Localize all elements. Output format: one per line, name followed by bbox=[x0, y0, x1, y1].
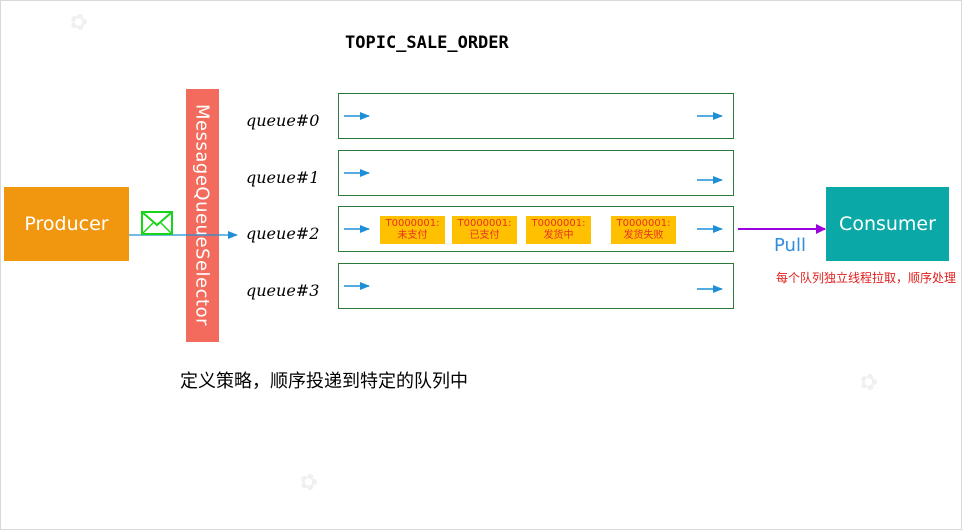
queue-box-3 bbox=[338, 263, 734, 309]
producer-label: Producer bbox=[24, 213, 109, 235]
message-status: 已支付 bbox=[469, 230, 500, 241]
message-item: T0000001: 已支付 bbox=[452, 216, 517, 244]
pull-label: Pull bbox=[774, 235, 806, 256]
queue-label-0: queue#0 bbox=[246, 111, 320, 130]
message-queue-selector: MessageQueueSelector bbox=[186, 89, 219, 342]
message-id: T0000001: bbox=[616, 218, 671, 229]
consumer-note: 每个队列独立线程拉取，顺序处理 bbox=[776, 271, 957, 285]
message-item: T0000001: 未支付 bbox=[380, 216, 445, 244]
envelope-icon bbox=[141, 211, 173, 235]
message-item: T0000001: 发货失败 bbox=[611, 216, 676, 244]
queue-label-2: queue#2 bbox=[246, 224, 320, 243]
strategy-caption: 定义策略，顺序投递到特定的队列中 bbox=[180, 371, 468, 392]
message-item: T0000001: 发货中 bbox=[526, 216, 591, 244]
producer-box: Producer bbox=[4, 187, 129, 261]
message-status: 发货中 bbox=[543, 230, 574, 241]
message-id: T0000001: bbox=[385, 218, 440, 229]
message-status: 未支付 bbox=[397, 230, 428, 241]
queue-box-1 bbox=[338, 150, 734, 196]
consumer-box: Consumer bbox=[826, 187, 949, 261]
topic-title: TOPIC_SALE_ORDER bbox=[345, 33, 509, 53]
message-id: T0000001: bbox=[457, 218, 512, 229]
message-status: 发货失败 bbox=[623, 230, 664, 241]
consumer-label: Consumer bbox=[839, 213, 936, 235]
message-id: T0000001: bbox=[531, 218, 586, 229]
queue-box-2: T0000001: 未支付 T0000001: 已支付 T0000001: 发货… bbox=[338, 206, 734, 252]
queue-label-3: queue#3 bbox=[246, 281, 320, 300]
queue-label-1: queue#1 bbox=[246, 168, 320, 187]
queue-box-0 bbox=[338, 93, 734, 139]
